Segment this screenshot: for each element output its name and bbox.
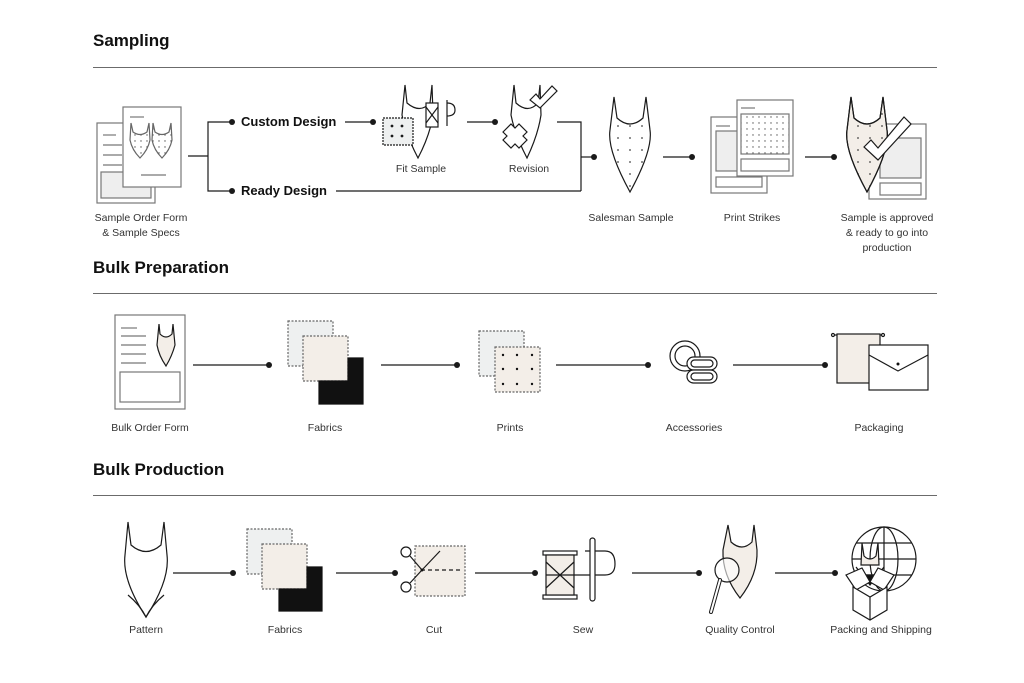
scissors-fabric-icon	[400, 545, 466, 597]
section-divider	[93, 495, 937, 496]
magnifier-swimsuit-icon	[709, 524, 758, 614]
section-title-sampling: Sampling	[93, 31, 170, 50]
step-label: Fabrics	[307, 422, 343, 434]
spool-needle-icon	[542, 537, 616, 602]
bulk-order-form-icon	[114, 314, 186, 410]
order-form-icon	[96, 106, 182, 204]
revision-icon	[502, 84, 558, 160]
print-strikes-icon	[710, 99, 794, 194]
fabric-swatches-icon	[246, 528, 323, 612]
fit-sample-icon	[382, 84, 456, 160]
section-divider	[93, 67, 937, 68]
approved-sample-icon	[846, 96, 927, 200]
step-label: Fabrics	[267, 624, 303, 636]
bag-envelope-icon	[830, 332, 929, 391]
step-label: Pattern	[129, 624, 163, 636]
section-title-bulk-production: Bulk Production	[93, 460, 225, 479]
branch-label-custom-design: Custom Design	[241, 114, 337, 129]
box-globe-icon	[845, 526, 917, 621]
step-label: Packing and Shipping	[830, 624, 932, 636]
step-label: Sample is approved & ready to go into pr…	[840, 212, 934, 254]
step-label: Prints	[496, 422, 524, 434]
swimsuit-icon	[609, 96, 651, 194]
section-title-bulk-preparation: Bulk Preparation	[93, 258, 230, 277]
step-label: Bulk Order Form	[111, 422, 189, 434]
step-label: Print Strikes	[723, 212, 781, 224]
fabric-swatches-icon	[287, 320, 364, 405]
ring-slider-icon	[669, 340, 718, 384]
print-swatches-icon	[478, 330, 541, 393]
step-label: Sew	[572, 624, 594, 636]
step-label: Fit Sample	[395, 163, 447, 175]
branch-connector	[188, 119, 597, 194]
step-label: Revision	[508, 163, 550, 175]
step-label: Quality Control	[705, 624, 775, 636]
step-label: Packaging	[854, 422, 904, 434]
step-label: Salesman Sample	[588, 212, 674, 224]
swimsuit-outline-icon	[124, 521, 168, 619]
step-label: Cut	[425, 624, 443, 636]
section-divider	[93, 293, 937, 294]
branch-label-ready-design: Ready Design	[241, 183, 327, 198]
step-label: Accessories	[665, 422, 723, 434]
step-label: Sample Order Form & Sample Specs	[94, 212, 188, 239]
